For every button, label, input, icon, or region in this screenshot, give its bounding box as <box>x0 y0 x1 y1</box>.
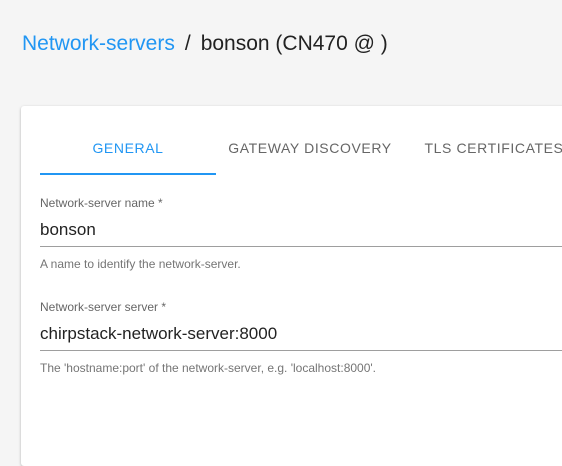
breadcrumb-separator: / <box>184 32 191 55</box>
page-title: bonson (CN470 @ ) <box>200 32 388 55</box>
breadcrumb: Network-servers / bonson (CN470 @ ) <box>22 30 388 58</box>
network-server-name-input[interactable] <box>40 214 562 247</box>
tab-gateway-discovery[interactable]: GATEWAY DISCOVERY <box>228 140 392 156</box>
network-server-name-help: A name to identify the network-server. <box>40 257 241 271</box>
network-server-server-help: The 'hostname:port' of the network-serve… <box>40 361 377 375</box>
network-server-server-input[interactable] <box>40 318 562 351</box>
active-tab-indicator <box>40 173 216 175</box>
network-server-name-field: Network-server name * A name to identify… <box>40 196 562 271</box>
network-server-server-field: Network-server server * The 'hostname:po… <box>40 300 562 375</box>
breadcrumb-link-network-servers[interactable]: Network-servers <box>22 32 175 55</box>
tab-bar: GENERAL GATEWAY DISCOVERY TLS CERTIFICAT… <box>40 128 562 175</box>
network-server-name-label: Network-server name * <box>40 196 163 210</box>
tab-tls-certificates[interactable]: TLS CERTIFICATES <box>424 140 562 156</box>
tab-general[interactable]: GENERAL <box>92 140 164 156</box>
network-server-card: GENERAL GATEWAY DISCOVERY TLS CERTIFICAT… <box>21 106 562 466</box>
network-server-server-label: Network-server server * <box>40 300 167 314</box>
